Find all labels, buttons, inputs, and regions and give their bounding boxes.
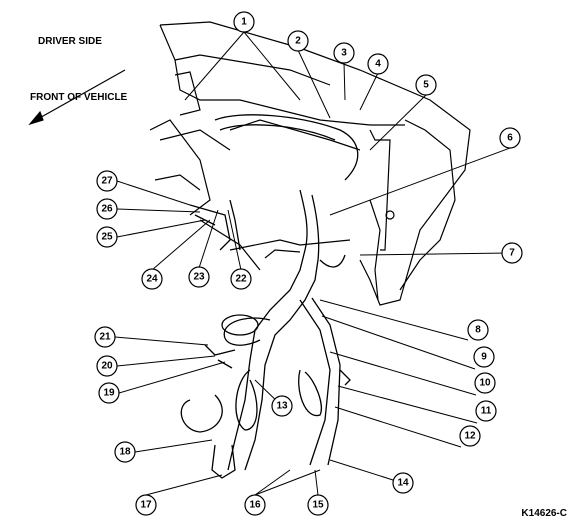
callout-6: 6 — [507, 133, 513, 144]
callout-8: 8 — [475, 325, 481, 336]
callout-5: 5 — [423, 80, 429, 91]
leader-lines — [114, 31, 513, 496]
callout-19: 19 — [103, 388, 115, 399]
callout-11: 11 — [481, 406, 492, 417]
callout-10: 10 — [479, 378, 491, 389]
driver-side-label: DRIVER SIDE — [38, 36, 102, 47]
callout-numbers: 1 2 3 4 5 6 7 8 9 10 11 12 13 14 15 16 1… — [99, 17, 515, 511]
callout-17: 17 — [140, 500, 152, 511]
callout-20: 20 — [101, 361, 113, 372]
front-of-vehicle-label: FRONT OF VEHICLE — [30, 92, 128, 103]
callout-27: 27 — [101, 176, 113, 187]
callout-12: 12 — [464, 431, 476, 442]
callout-26: 26 — [101, 204, 113, 215]
callout-9: 9 — [481, 352, 487, 363]
callout-circles — [94, 11, 523, 516]
callout-3: 3 — [341, 48, 347, 59]
callout-22: 22 — [235, 274, 247, 285]
callout-14: 14 — [397, 478, 409, 489]
callout-24: 24 — [146, 274, 158, 285]
callout-1: 1 — [241, 17, 247, 28]
callout-15: 15 — [312, 500, 324, 511]
callout-21: 21 — [99, 332, 111, 343]
figure-id-label: K14626-C — [521, 508, 567, 519]
callout-4: 4 — [375, 59, 381, 70]
callout-23: 23 — [193, 272, 205, 283]
dashboard-outline — [28, 21, 471, 306]
callout-16: 16 — [249, 500, 261, 511]
harness-main — [180, 114, 359, 479]
arrow-icon — [28, 69, 126, 126]
callout-25: 25 — [101, 232, 113, 243]
callout-13: 13 — [276, 401, 288, 412]
callout-7: 7 — [509, 248, 515, 259]
callout-18: 18 — [119, 447, 131, 458]
callout-2: 2 — [295, 36, 301, 47]
